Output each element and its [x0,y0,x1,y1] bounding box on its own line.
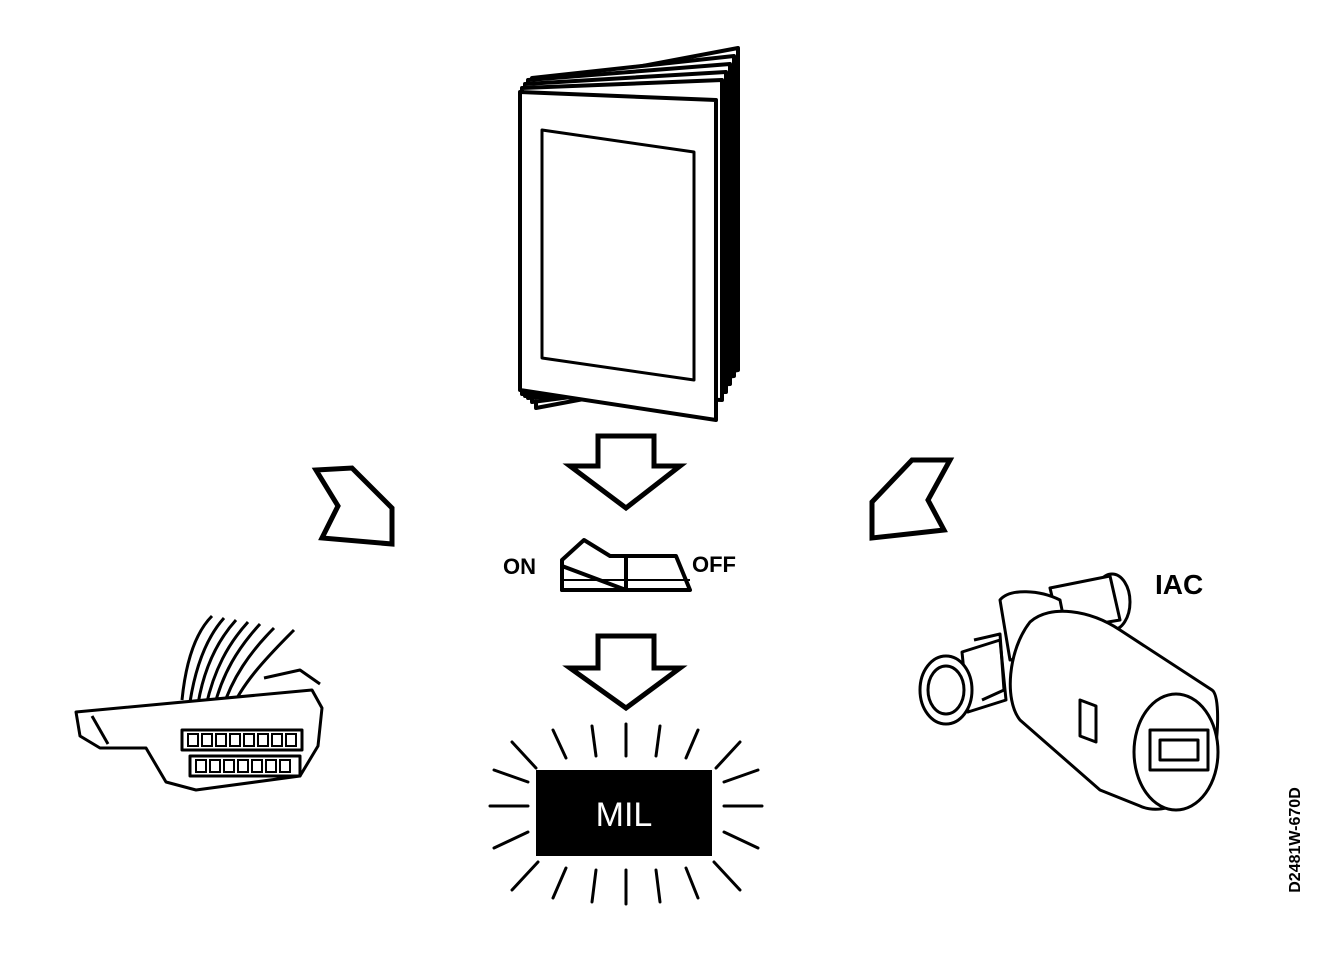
service-manual-icon [518,46,740,422]
down-left-arrow-icon [311,465,395,547]
down-right-arrow-icon [869,457,955,541]
ignition-switch-icon [560,538,692,592]
mil-label: MIL [596,796,653,834]
figure-code: D2481W-670D [1287,787,1304,893]
down-arrow-icon [562,433,688,512]
iac-valve-icon [918,572,1220,812]
switch-off-label: OFF [692,552,736,577]
switch-on-label: ON [503,554,536,579]
iac-label: IAC [1155,569,1203,600]
mil-rays [488,722,764,906]
down-arrow-icon [562,633,688,712]
mil-lamp [536,770,712,856]
connector-pins [187,733,297,773]
